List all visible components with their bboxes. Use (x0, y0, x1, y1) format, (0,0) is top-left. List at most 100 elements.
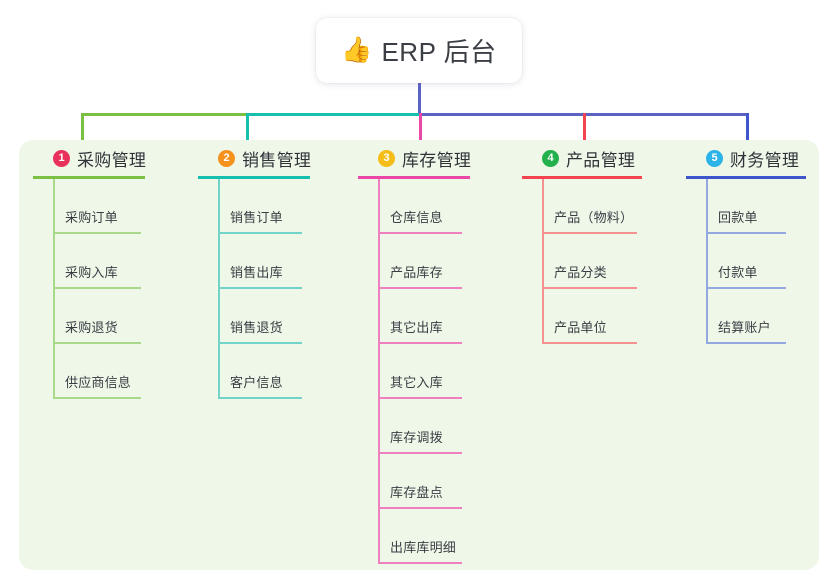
branch-rail-connector (53, 179, 55, 399)
branches-panel (19, 140, 819, 570)
bus-segment-1 (81, 113, 246, 116)
branch-stub-2 (246, 113, 249, 144)
thumbs-up-icon: 👍 (341, 36, 373, 64)
branch-item-rule (542, 287, 637, 289)
branch-stub-5 (746, 113, 749, 144)
branch-header-rule (33, 176, 145, 179)
branch-item[interactable]: 销售出库 (198, 234, 311, 289)
branch-number-badge: 1 (53, 149, 70, 167)
branch-item-label: 销售订单 (230, 210, 283, 225)
branch-item-label: 采购退货 (65, 320, 118, 335)
branch-item[interactable]: 采购入库 (33, 234, 146, 289)
branch-item-label: 采购入库 (65, 265, 118, 280)
branch-item[interactable]: 产品库存 (358, 234, 471, 289)
branch-item-list: 仓库信息产品库存其它出库其它入库库存调拨库存盘点出库库明细 (358, 179, 471, 564)
branch-item-rule (378, 397, 462, 399)
branch-item[interactable]: 采购订单 (33, 179, 146, 234)
branch-item-list: 采购订单采购入库采购退货供应商信息 (33, 179, 146, 399)
branch-item-rule (542, 342, 637, 344)
branch-rail-connector (706, 179, 708, 344)
branch-number-badge: 2 (218, 149, 235, 167)
branch-item-rule (706, 342, 786, 344)
branch-item-list: 回款单付款单结算账户 (686, 179, 806, 344)
branch-item[interactable]: 产品单位 (522, 289, 642, 344)
branch-header-rule (198, 176, 310, 179)
branch-header-rule (686, 176, 806, 179)
branch-item-list: 产品（物料） 产品分类产品单位 (522, 179, 642, 344)
branch-item-label: 产品分类 (554, 265, 607, 280)
branch-item-label: 产品库存 (390, 265, 443, 280)
branch-title: 销售管理 (242, 150, 312, 170)
branch-item[interactable]: 供应商信息 (33, 344, 146, 399)
branch-item[interactable]: 产品（物料） (522, 179, 642, 234)
branch-rail-connector (218, 179, 220, 399)
branch-item[interactable]: 其它入库 (358, 344, 471, 399)
branch-item-label: 产品（物料） (554, 210, 634, 225)
branch-item-label: 其它出库 (390, 320, 443, 335)
branch-item[interactable]: 库存盘点 (358, 454, 471, 509)
branch-column-4: 4 产品管理产品（物料） 产品分类产品单位 (522, 144, 642, 344)
branch-item[interactable]: 出库库明细 (358, 509, 471, 564)
branch-item-rule (53, 342, 141, 344)
branch-item[interactable]: 产品分类 (522, 234, 642, 289)
branch-item-rule (378, 342, 462, 344)
branch-item-label: 库存调拨 (390, 430, 443, 445)
branch-number-badge: 4 (542, 149, 559, 167)
branch-item-rule (53, 232, 141, 234)
branch-item-label: 回款单 (718, 210, 758, 225)
branch-item-rule (378, 232, 462, 234)
branch-stub-3 (419, 113, 422, 144)
branch-item[interactable]: 销售订单 (198, 179, 311, 234)
bus-segment-2 (246, 113, 419, 116)
branch-item-rule (378, 562, 462, 564)
branch-item[interactable]: 客户信息 (198, 344, 311, 399)
branch-header-2[interactable]: 2 销售管理 (198, 144, 311, 172)
branch-item[interactable]: 销售退货 (198, 289, 311, 344)
branch-header-4[interactable]: 4 产品管理 (522, 144, 642, 172)
root-trunk-connector (418, 83, 421, 115)
branch-item-label: 付款单 (718, 265, 758, 280)
branch-column-2: 2 销售管理销售订单销售出库销售退货客户信息 (198, 144, 311, 399)
branch-item-rule (378, 452, 462, 454)
branch-item-label: 产品单位 (554, 320, 607, 335)
branch-rail-connector (542, 179, 544, 344)
branch-item-rule (378, 287, 462, 289)
branch-item-rule (53, 287, 141, 289)
branch-stub-4 (583, 113, 586, 144)
branch-title: 库存管理 (402, 150, 472, 170)
branch-item-list: 销售订单销售出库销售退货客户信息 (198, 179, 311, 399)
branch-item-label: 库存盘点 (390, 485, 443, 500)
branch-title: 产品管理 (566, 150, 636, 170)
branch-item-rule (706, 232, 786, 234)
branch-item-label: 销售退货 (230, 320, 283, 335)
branch-item[interactable]: 采购退货 (33, 289, 146, 344)
branch-item[interactable]: 付款单 (686, 234, 806, 289)
branch-item-label: 客户信息 (230, 375, 283, 390)
branch-item-rule (218, 397, 302, 399)
branch-title: 财务管理 (730, 150, 800, 170)
branch-item[interactable]: 仓库信息 (358, 179, 471, 234)
branch-item-rule (218, 342, 302, 344)
branch-item-label: 其它入库 (390, 375, 443, 390)
branch-item-rule (706, 287, 786, 289)
branch-item[interactable]: 结算账户 (686, 289, 806, 344)
branch-item-label: 仓库信息 (390, 210, 443, 225)
branch-item[interactable]: 其它出库 (358, 289, 471, 344)
branch-item[interactable]: 库存调拨 (358, 399, 471, 454)
branch-header-rule (358, 176, 470, 179)
branch-item[interactable]: 回款单 (686, 179, 806, 234)
branch-item-rule (218, 232, 302, 234)
branch-header-rule (522, 176, 642, 179)
branch-item-label: 结算账户 (718, 320, 771, 335)
branch-item-rule (53, 397, 141, 399)
branch-item-label: 销售出库 (230, 265, 283, 280)
root-node[interactable]: 👍 ERP 后台 (316, 18, 522, 83)
branch-item-rule (218, 287, 302, 289)
